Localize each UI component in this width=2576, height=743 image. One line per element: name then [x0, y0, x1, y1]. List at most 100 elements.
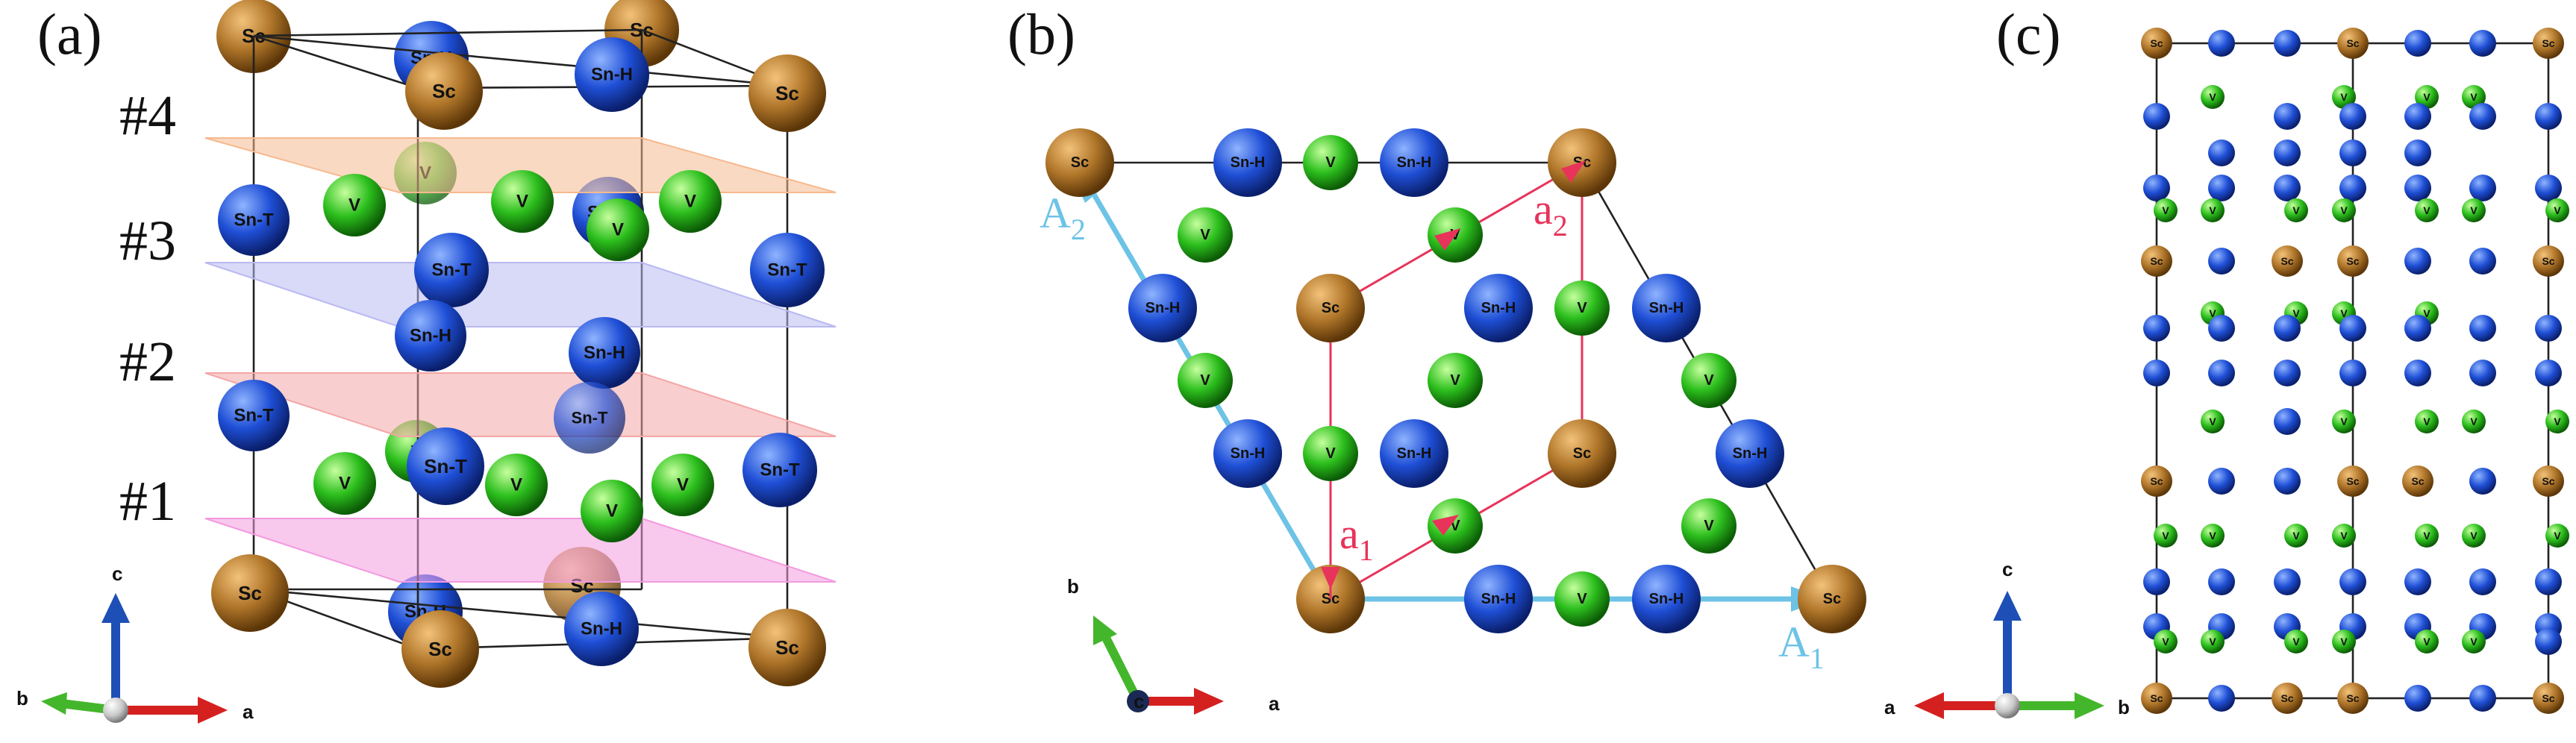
axis-c-label: c [112, 562, 122, 585]
v-atom-label: V [2340, 416, 2348, 427]
v-atom-label: V [2340, 530, 2348, 542]
sc-atom: Sc [2533, 28, 2564, 59]
v-atom: V [2284, 524, 2308, 548]
v-atom-label: V [2292, 204, 2300, 216]
sc-atom-label: Sc [2411, 475, 2424, 487]
axis-triad-c: c a b [1884, 558, 2130, 719]
axis-triad-b: c a b [1067, 575, 1280, 715]
sn-h-atom [2404, 30, 2431, 57]
sn-h-atom [2404, 175, 2431, 201]
sn-h-atom [2208, 685, 2235, 712]
v-atom: V [2415, 198, 2439, 222]
sn-t-atom-label: Sn-T [431, 260, 472, 280]
sc-atom-label: Sc [1573, 445, 1591, 462]
v-atom: V [2462, 410, 2486, 433]
sc-atom: Sc [2337, 28, 2369, 59]
v-atom-label: V [2209, 530, 2216, 542]
sn-h-atom-label: Sn-H [1231, 154, 1266, 171]
sn-h-atom [2469, 360, 2496, 386]
v-atom: V [1303, 426, 1358, 481]
sc-atom-label: Sc [775, 636, 799, 659]
v-atom-label: V [1200, 227, 1210, 243]
v-atom-label: V [684, 192, 696, 212]
sn-h-atom [2274, 315, 2301, 342]
sc-atom: Sc [2141, 245, 2172, 277]
v-atom-label: V [2340, 204, 2348, 216]
sc-atom-label: Sc [238, 582, 262, 604]
sn-h-atom [2274, 568, 2301, 595]
v-atom-label: V [1325, 445, 1336, 462]
v-atom: V [2154, 198, 2178, 222]
sn-h-atom [2274, 408, 2301, 435]
v-atom: V [2415, 410, 2439, 433]
sc-atom-label: Sc [1322, 300, 1339, 316]
axis-a-label: a [243, 700, 254, 723]
sn-h-atom [2208, 468, 2235, 495]
sn-h-atom [2274, 175, 2301, 201]
sc-atom: Sc [2141, 465, 2172, 497]
plane-3 [204, 262, 837, 327]
sn-h-atom [2274, 103, 2301, 130]
sc-atom-label: Sc [2280, 255, 2293, 267]
v-atom: V [1681, 498, 1736, 554]
sn-h-atom-label: Sn-H [1649, 300, 1684, 316]
sn-h-atom-label: Sn-H [591, 65, 633, 85]
sn-h-atom [2535, 568, 2562, 595]
sc-atom: Sc [1045, 128, 1114, 197]
v-atom: V [2201, 630, 2225, 653]
sn-h-atom [2274, 30, 2301, 57]
v-atom: V [1554, 280, 1610, 336]
sn-h-atom [2535, 628, 2562, 655]
v-atom-label: V [606, 501, 618, 521]
v-atom: V [2415, 524, 2439, 548]
sn-h-atom [2469, 685, 2496, 712]
axis-b-label: b [1067, 575, 1079, 598]
sn-h-atom [2208, 175, 2235, 201]
v-atom: V [2415, 630, 2439, 653]
sn-h-atom [2339, 568, 2366, 595]
v-atom: V [2201, 524, 2225, 548]
vector-a1-label: a1 [1339, 510, 1374, 567]
v-atom: V [1303, 135, 1358, 190]
axis-a-label: a [1884, 696, 1895, 718]
plane-label-2: #2 [119, 330, 176, 393]
sn-h-atom [2469, 315, 2496, 342]
sn-h-atom: Sn-H [1128, 274, 1197, 342]
sn-h-atom-label: Sn-H [1397, 445, 1432, 462]
sn-h-atom [2404, 360, 2431, 386]
sc-atom-label: Sc [2542, 37, 2554, 49]
sn-h-atom-label: Sn-H [1145, 300, 1181, 316]
v-atom: V [2284, 198, 2308, 222]
sn-t-atom: Sn-T [218, 380, 290, 451]
v-atom: V [313, 452, 376, 515]
v-atom-label: V [2340, 307, 2348, 319]
sn-h-atom [2469, 248, 2496, 275]
sn-h-atom [2208, 139, 2235, 166]
sc-atom: Sc [2337, 465, 2369, 497]
sc-atom-label: Sc [2542, 475, 2554, 487]
sn-h-atom [2208, 360, 2235, 386]
sn-h-atom-label: Sn-H [1733, 445, 1768, 462]
v-atom: V [2201, 85, 2225, 109]
v-atom-label: V [677, 475, 689, 495]
v-atom: V [2332, 198, 2356, 222]
axis-triad-a: c a b [16, 562, 254, 724]
sn-h-atom: Sn-H [564, 592, 639, 666]
v-atom: V [2332, 410, 2356, 433]
v-atom: V [2201, 410, 2225, 433]
sn-h-atom [2339, 103, 2366, 130]
v-atom-label: V [2423, 204, 2430, 216]
sc-atom: Sc [401, 610, 479, 688]
v-atom-label: V [2470, 636, 2477, 648]
panel-b-letter: (b) [1007, 1, 1075, 66]
sc-atom: Sc [2337, 683, 2369, 714]
v-atom-label: V [1704, 518, 1714, 534]
sc-atom: Sc [2272, 245, 2303, 277]
v-atom-label: V [2423, 307, 2430, 319]
v-atom-label: V [2209, 307, 2216, 319]
v-atom: V [1554, 571, 1610, 627]
panel-c-letter: (c) [1996, 1, 2061, 66]
sn-h-atom: Sn-H [1632, 274, 1701, 342]
